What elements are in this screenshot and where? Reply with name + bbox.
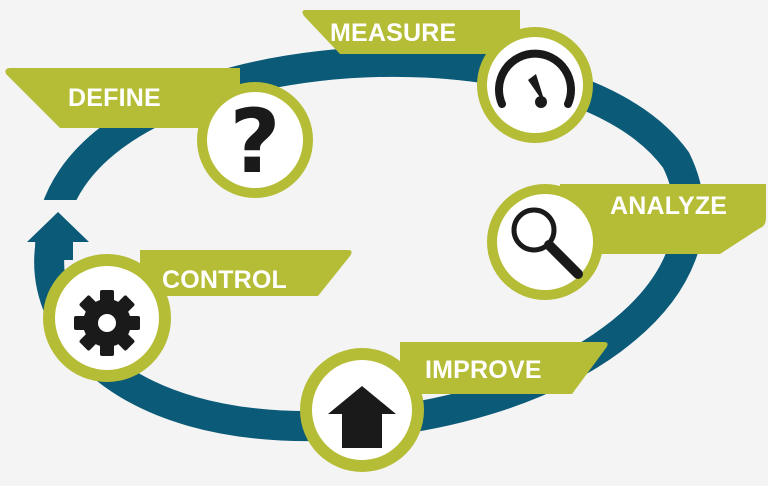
step-analyze: ANALYZE	[487, 184, 766, 300]
define-icon-disc	[207, 92, 303, 188]
up-arrow-icon	[328, 386, 396, 448]
step-control: CONTROL	[43, 250, 352, 382]
cycle-arrow-shaft	[43, 240, 73, 260]
analyze-label-banner	[560, 184, 766, 254]
improve-label-banner	[400, 342, 608, 394]
step-measure: MEASURE	[302, 10, 593, 143]
define-label: DEFINE	[68, 84, 161, 112]
step-improve: IMPROVE	[300, 342, 608, 472]
measure-label-banner	[302, 10, 520, 54]
measure-label: MEASURE	[330, 19, 456, 47]
analyze-label: ANALYZE	[610, 192, 727, 220]
svg-text:?: ?	[229, 90, 280, 193]
improve-label: IMPROVE	[425, 356, 542, 384]
control-label-banner	[140, 250, 352, 296]
gauge-icon	[495, 49, 575, 108]
cycle-ring	[34, 46, 704, 442]
gear-icon	[74, 290, 140, 356]
step-define: DEFINE ?	[5, 68, 313, 198]
magnifying-glass-icon	[511, 207, 583, 279]
control-label: CONTROL	[162, 266, 287, 294]
question-mark-icon: ?	[229, 90, 280, 193]
define-label-banner	[5, 68, 240, 128]
cycle-arrowhead	[27, 212, 89, 242]
